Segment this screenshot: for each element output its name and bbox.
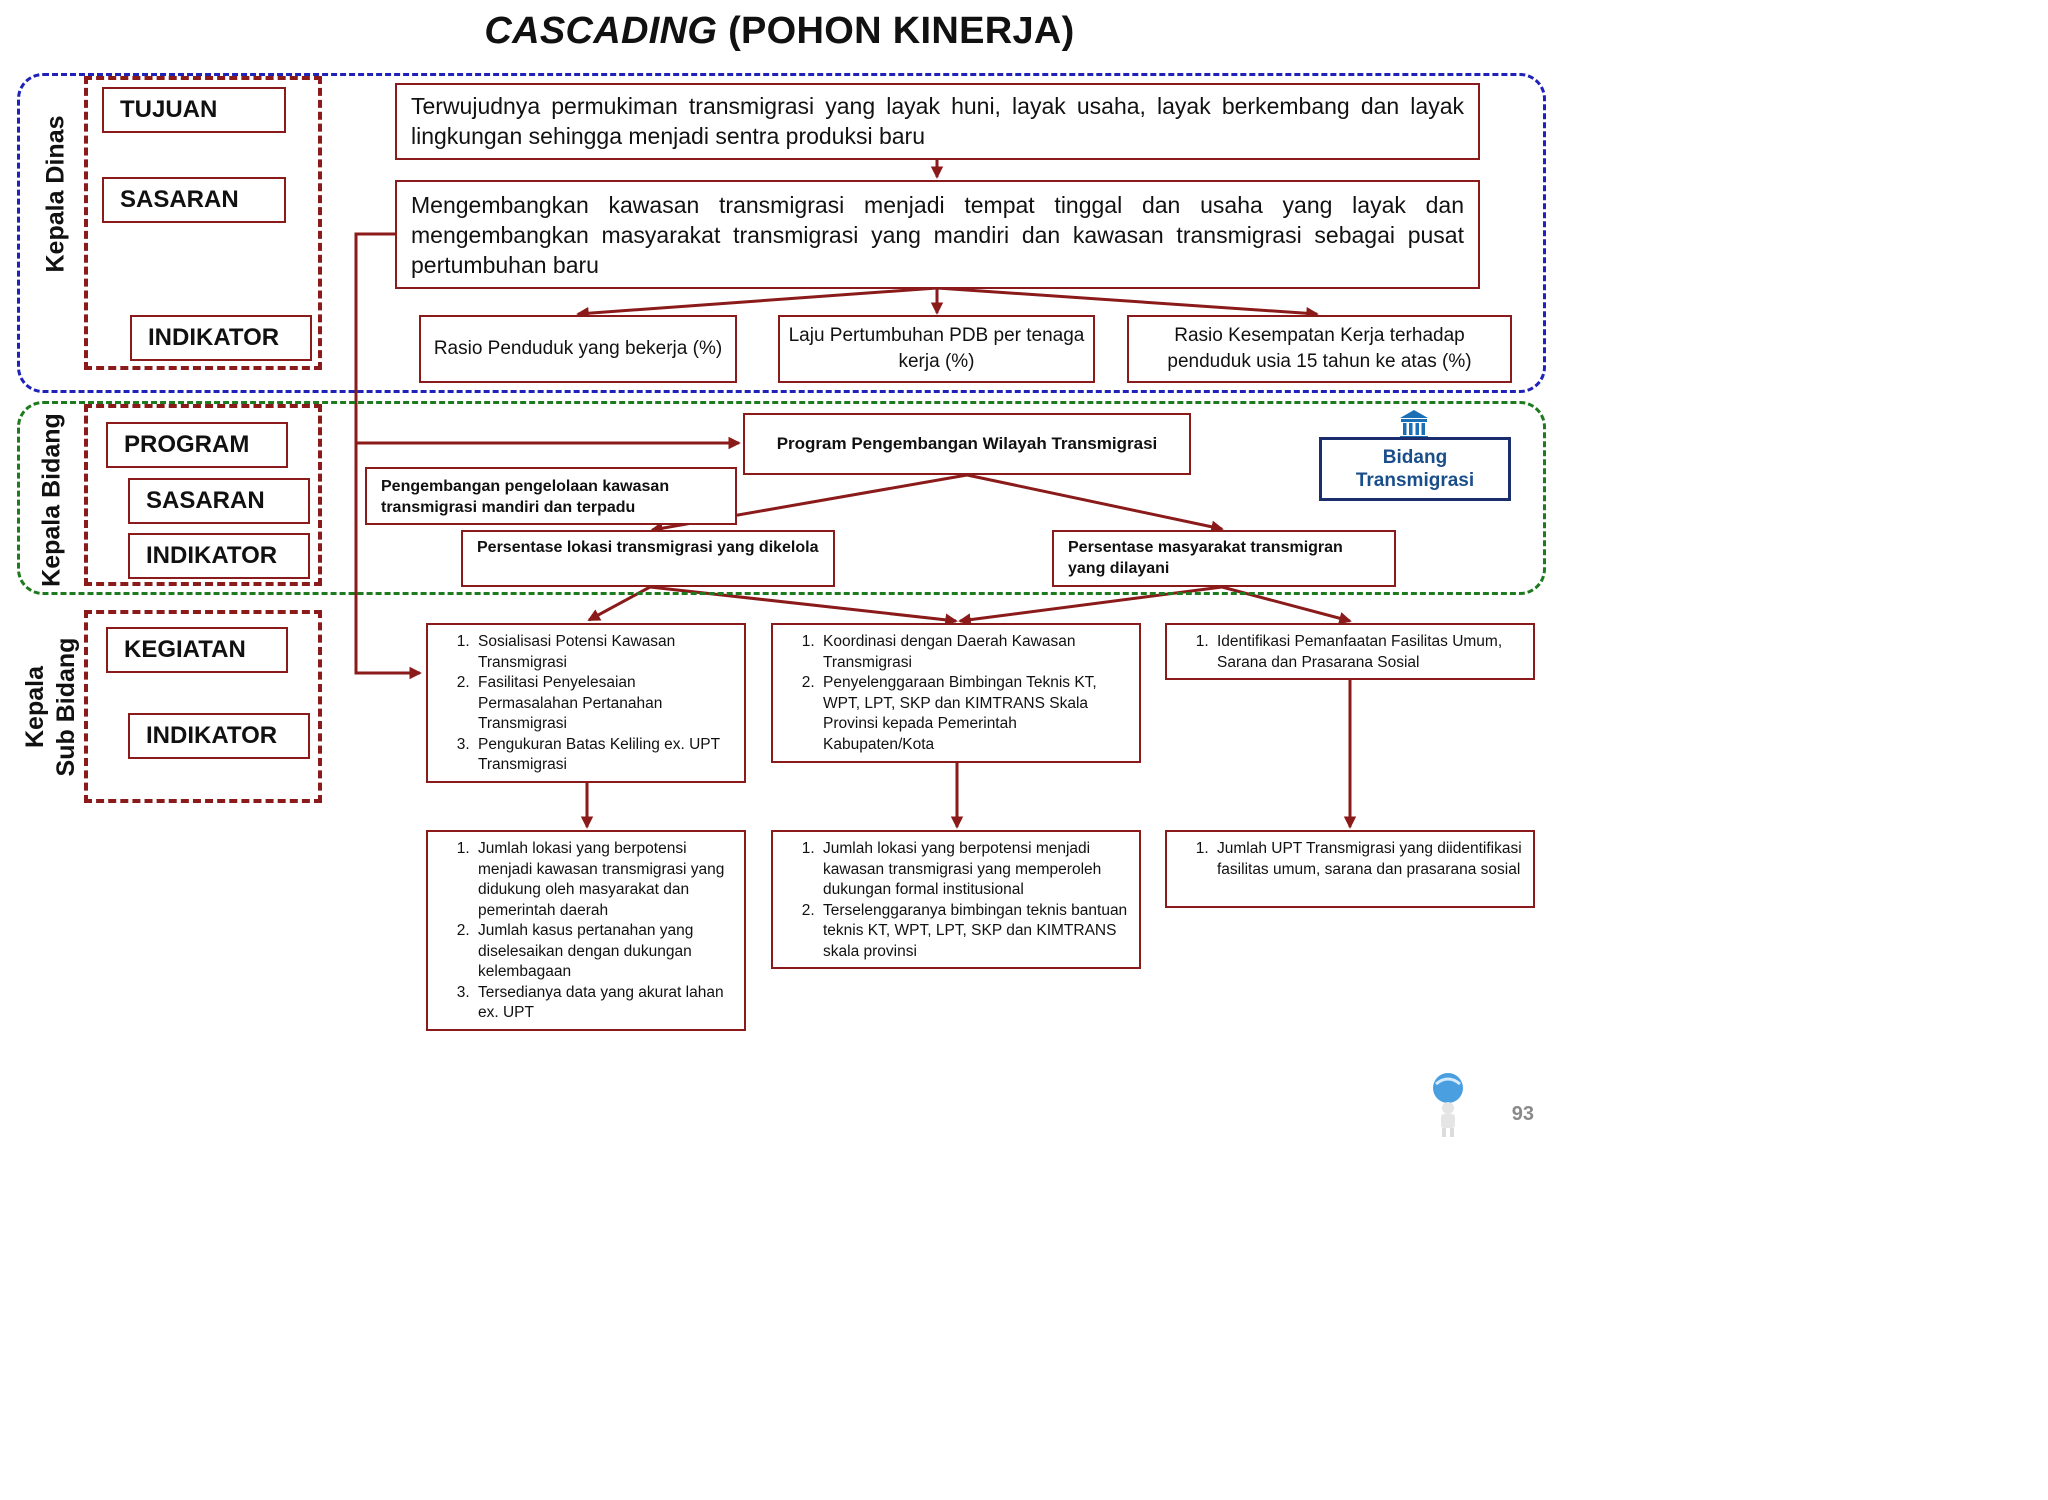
program-box: Program Pengembangan Wilayah Transmigras… — [743, 413, 1191, 475]
indikator-bidang-box-1: Persentase lokasi transmigrasi yang dike… — [461, 530, 835, 587]
label-indikator-dinas: INDIKATOR — [130, 315, 312, 361]
indikator-dinas-box-1: Rasio Penduduk yang bekerja (%) — [419, 315, 737, 383]
label-program: PROGRAM — [106, 422, 288, 468]
institution-icon — [1397, 407, 1431, 441]
list-item: Penyelenggaraan Bimbingan Teknis KT, WPT… — [819, 673, 1129, 755]
role-sub-line1: Kepala — [21, 666, 49, 748]
indikator-kegiatan-box-1: Jumlah lokasi yang berpotensi menjadi ka… — [426, 830, 746, 1031]
list-item: Jumlah lokasi yang berpotensi menjadi ka… — [474, 839, 734, 921]
title-italic: CASCADING — [484, 10, 717, 52]
list-item: Koordinasi dengan Daerah Kawasan Transmi… — [819, 632, 1129, 673]
list-item: Jumlah lokasi yang berpotensi menjadi ka… — [819, 839, 1129, 901]
indikator-kegiatan-box-3: Jumlah UPT Transmigrasi yang diidentifik… — [1165, 830, 1535, 908]
label-kegiatan: KEGIATAN — [106, 627, 288, 673]
role-sub-line2: Sub Bidang — [52, 638, 80, 777]
list-item: Terselenggaranya bimbingan teknis bantua… — [819, 901, 1129, 963]
list-item: Identifikasi Pemanfaatan Fasilitas Umum,… — [1213, 632, 1523, 673]
list-item: Tersedianya data yang akurat lahan ex. U… — [474, 983, 734, 1024]
indikator-dinas-box-3: Rasio Kesempatan Kerja terhadap penduduk… — [1127, 315, 1512, 383]
page-number: 93 — [1494, 1103, 1534, 1126]
label-tujuan: TUJUAN — [102, 87, 286, 133]
badge-line2: Transmigrasi — [1356, 470, 1474, 491]
sasaran-bidang-box: Pengembangan pengelolaan kawasan transmi… — [365, 467, 737, 525]
list-item: Pengukuran Batas Keliling ex. UPT Transm… — [474, 735, 734, 776]
role-kepala-bidang: Kepala Bidang — [37, 413, 68, 587]
indikator-bidang-box-2: Persentase masyarakat transmigran yang d… — [1052, 530, 1396, 587]
title-rest: (POHON KINERJA) — [717, 10, 1074, 52]
indikator-kegiatan-box-2: Jumlah lokasi yang berpotensi menjadi ka… — [771, 830, 1141, 969]
kegiatan-box-2: Koordinasi dengan Daerah Kawasan Transmi… — [771, 623, 1141, 763]
kegiatan-box-1: Sosialisasi Potensi Kawasan Transmigrasi… — [426, 623, 746, 783]
presenter-figure-icon — [1424, 1070, 1472, 1138]
label-sasaran-bidang: SASARAN — [128, 478, 310, 524]
role-kepala-dinas: Kepala Dinas — [41, 115, 72, 272]
label-indikator-bidang: INDIKATOR — [128, 533, 310, 579]
indikator-dinas-box-2: Laju Pertumbuhan PDB per tenaga kerja (%… — [778, 315, 1095, 383]
page-title: CASCADING (POHON KINERJA) — [0, 10, 1559, 53]
sasaran-dinas-box: Mengembangkan kawasan transmigrasi menja… — [395, 180, 1480, 289]
label-sasaran-dinas: SASARAN — [102, 177, 286, 223]
list-item: Fasilitasi Penyelesaian Permasalahan Per… — [474, 673, 734, 735]
list-item: Sosialisasi Potensi Kawasan Transmigrasi — [474, 632, 734, 673]
list-item: Jumlah kasus pertanahan yang diselesaika… — [474, 921, 734, 983]
kegiatan-box-3: Identifikasi Pemanfaatan Fasilitas Umum,… — [1165, 623, 1535, 680]
tujuan-box: Terwujudnya permukiman transmigrasi yang… — [395, 83, 1480, 160]
list-item: Jumlah UPT Transmigrasi yang diidentifik… — [1213, 839, 1523, 880]
badge-line1: Bidang — [1383, 447, 1447, 468]
label-indikator-kegiatan: INDIKATOR — [128, 713, 310, 759]
